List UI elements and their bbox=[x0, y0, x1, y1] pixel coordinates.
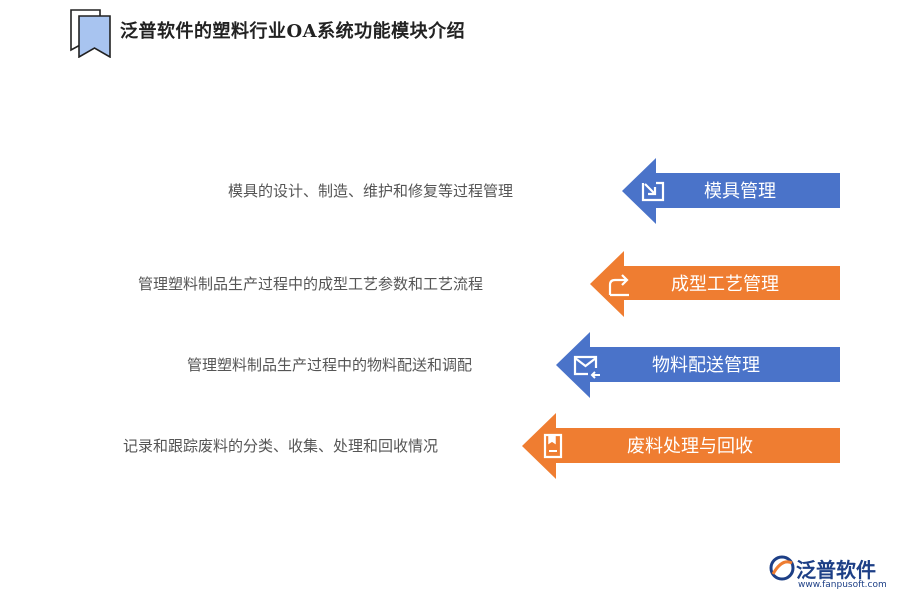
page-title: 泛普软件的塑料行业OA系统功能模块介绍 bbox=[120, 21, 466, 42]
bookmark-pages-icon bbox=[70, 9, 111, 58]
module-row-mold: 模具的设计、制造、维护和修复等过程管理 模具管理 bbox=[0, 156, 900, 226]
module-arrow-orange[interactable] bbox=[522, 411, 842, 481]
module-description: 模具的设计、制造、维护和修复等过程管理 bbox=[228, 182, 514, 200]
module-label[interactable]: 废料处理与回收 bbox=[627, 436, 753, 457]
brand-logo-icon bbox=[769, 555, 795, 581]
mail-return-icon bbox=[573, 355, 600, 379]
module-label[interactable]: 成型工艺管理 bbox=[671, 274, 779, 295]
brand-name: 泛普软件 bbox=[796, 558, 876, 582]
share-arrow-icon bbox=[608, 274, 629, 297]
module-row-waste: 记录和跟踪废料的分类、收集、处理和回收情况 废料处理与回收 bbox=[0, 411, 900, 481]
module-description: 管理塑料制品生产过程中的物料配送和调配 bbox=[187, 356, 473, 374]
module-arrow-blue[interactable] bbox=[556, 330, 842, 400]
module-description: 记录和跟踪废料的分类、收集、处理和回收情况 bbox=[123, 437, 439, 455]
module-description: 管理塑料制品生产过程中的成型工艺参数和工艺流程 bbox=[138, 275, 484, 293]
module-row-molding: 管理塑料制品生产过程中的成型工艺参数和工艺流程 成型工艺管理 bbox=[0, 249, 900, 319]
document-icon bbox=[543, 433, 563, 459]
enter-arrow-icon bbox=[641, 181, 665, 202]
module-arrow-orange[interactable] bbox=[590, 249, 842, 319]
module-arrow-blue[interactable] bbox=[622, 156, 842, 226]
module-label[interactable]: 模具管理 bbox=[704, 181, 776, 202]
module-row-material: 管理塑料制品生产过程中的物料配送和调配 物料配送管理 bbox=[0, 330, 900, 400]
module-label[interactable]: 物料配送管理 bbox=[652, 355, 760, 376]
brand-url: www.fanpusoft.com bbox=[798, 580, 887, 590]
brand-logo: 泛普软件 www.fanpusoft.com bbox=[768, 552, 892, 596]
